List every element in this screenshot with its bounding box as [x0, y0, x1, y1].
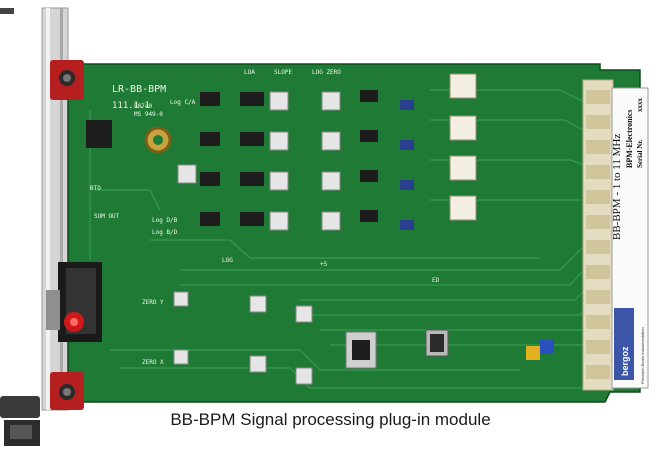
maker-label: BPM-Electronics — [625, 109, 634, 168]
serial-value: xxxx — [636, 98, 644, 113]
label-log: LOG — [222, 257, 233, 264]
label-bto: BTO — [90, 185, 101, 192]
label-zero-x: ZERO X — [142, 359, 164, 366]
label-log-ca: Log C/A — [170, 99, 196, 106]
label-loa: LOA — [244, 69, 255, 76]
pcb-board — [67, 63, 641, 403]
label-zero-y: ZERO Y — [142, 299, 164, 306]
board-revision: 111.1.1 — [112, 101, 150, 111]
board-code-1: E0740 — [134, 103, 152, 110]
label-log-zero: LOG ZERO — [312, 69, 341, 76]
bergoz-logo-block — [614, 308, 634, 380]
edge-connector — [582, 79, 614, 391]
product-range-label: BB-BPM - 1 to 11 MHz — [611, 134, 623, 240]
serial-label: Serial Nr. — [636, 139, 644, 168]
label-slope: SLOPE — [274, 69, 292, 76]
figure-caption: BB-BPM Signal processing plug-in module — [170, 410, 491, 429]
label-log-bd: Log B/D — [152, 229, 178, 236]
brand-logo: bergoz — [620, 346, 630, 376]
trim-potentiometers — [526, 340, 554, 360]
label-log-db: Log D/B — [152, 217, 178, 224]
label-plus5: +5 — [320, 261, 328, 268]
board-name: LR-BB-BPM — [112, 84, 166, 95]
label-sum-out: SUM OUT — [94, 213, 120, 220]
log-amp-channels — [86, 73, 477, 385]
board-code-2: MS 949-0 — [134, 111, 163, 118]
label-ed: ED — [432, 277, 440, 284]
brand-tagline: Precision Beam Instrumentation — [640, 327, 645, 384]
